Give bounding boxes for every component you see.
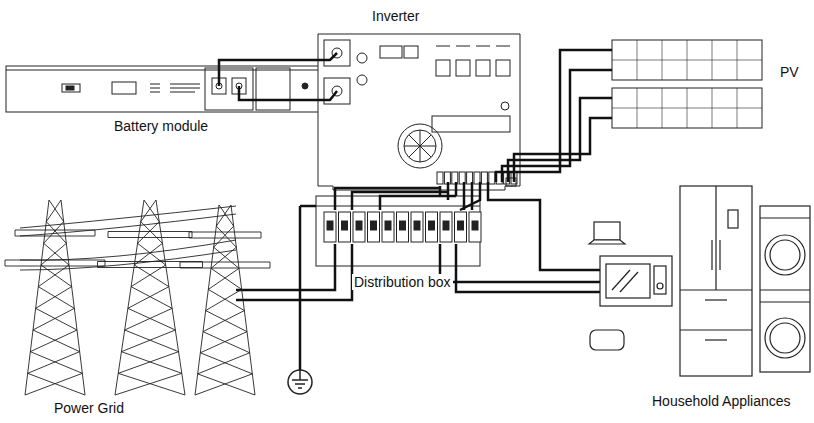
breaker-switch [342,221,348,230]
pv-panels [612,40,762,128]
breaker [411,212,423,242]
breaker-switch [400,221,406,230]
breaker [324,212,336,242]
breaker [382,212,394,242]
breaker-switch [385,221,391,230]
tower-leg [25,200,85,395]
tower-lattice [46,200,63,222]
tower-lattice [125,308,176,330]
terminal [481,172,487,184]
tower-lattice [121,330,178,352]
wires [219,50,612,370]
power-grid-towers [5,200,270,395]
breaker-switch [327,221,333,230]
breaker [397,212,409,242]
battery-module [6,66,336,112]
breaker-switch [414,221,420,230]
tower-lattice [115,373,185,395]
breaker-switch [472,221,478,230]
tower-lattice [25,373,85,395]
breaker [339,212,351,242]
tower-arm [5,260,105,266]
breaker [426,212,438,242]
tower-arm [180,262,270,268]
tower-lattice [33,308,77,330]
tower-lattice [131,265,169,287]
tower-lattice [198,353,253,374]
tower-lattice [36,287,75,309]
terminal [437,172,443,184]
tower-lattice [208,268,241,289]
breaker [455,212,467,242]
tower-leg [115,200,185,395]
tower-lattice [118,352,182,374]
tower-lattice [200,332,249,353]
tower-lattice [141,200,159,222]
part-label: Power Grid [52,400,126,416]
part-label: Household Appliances [650,393,793,409]
inverter [318,34,520,190]
part-label: Distribution box [352,274,453,290]
part-label: PV [778,64,801,80]
tower-leg [195,205,255,395]
part-label: Inverter [370,8,421,24]
tower-lattice [203,311,247,332]
breaker [353,212,365,242]
breaker-switch [356,221,362,230]
tower-lattice [214,226,237,247]
pv-cell-line [612,60,762,61]
terminal [489,172,495,184]
pv-cell-line [612,108,762,109]
ground-symbol [288,370,312,394]
tower-lattice [195,374,255,395]
breaker [368,212,380,242]
tower-arm [108,232,192,238]
household-appliances [589,186,810,376]
tower-lattice [41,243,69,265]
tower-lattice [28,352,83,374]
tower-lattice [128,287,172,309]
tower-lattice [30,330,79,352]
tower-lattice [38,265,71,287]
breaker-switch [458,221,464,230]
tower-lattice [206,289,245,310]
breaker-switch [429,221,435,230]
breaker [469,212,481,242]
breaker-switch [443,221,449,230]
part-label: Battery module [112,118,210,134]
breaker-switch [371,221,377,230]
breaker [440,212,452,242]
